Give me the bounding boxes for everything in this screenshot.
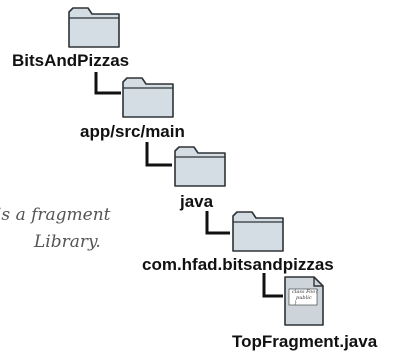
- folder-label-app-src-main[interactable]: app/src/main: [80, 122, 185, 141]
- connector-app-to-java: [145, 142, 172, 167]
- annotation-line-2: Library.: [34, 232, 101, 252]
- connector-package-to-file: [262, 273, 283, 298]
- java-file-icon[interactable]: class Foo{ public }: [282, 275, 326, 327]
- annotation-line-1: is a fragment: [0, 205, 111, 225]
- folder-icon[interactable]: [66, 4, 122, 50]
- folder-label-package[interactable]: com.hfad.bitsandpizzas: [142, 255, 334, 274]
- file-icon-line-3: }: [294, 300, 298, 306]
- folder-label-java[interactable]: java: [180, 192, 214, 211]
- folder-icon[interactable]: [230, 208, 286, 254]
- file-icon-line-1: class Foo{: [292, 289, 319, 295]
- folder-icon[interactable]: [172, 143, 228, 189]
- folder-icon[interactable]: [120, 74, 176, 120]
- file-label[interactable]: TopFragment.java: [232, 332, 378, 351]
- folder-label-root[interactable]: BitsAndPizzas: [12, 51, 130, 70]
- connector-java-to-package: [205, 211, 230, 235]
- file-icon-line-2: public: [296, 295, 312, 301]
- connector-root-to-app: [94, 72, 121, 95]
